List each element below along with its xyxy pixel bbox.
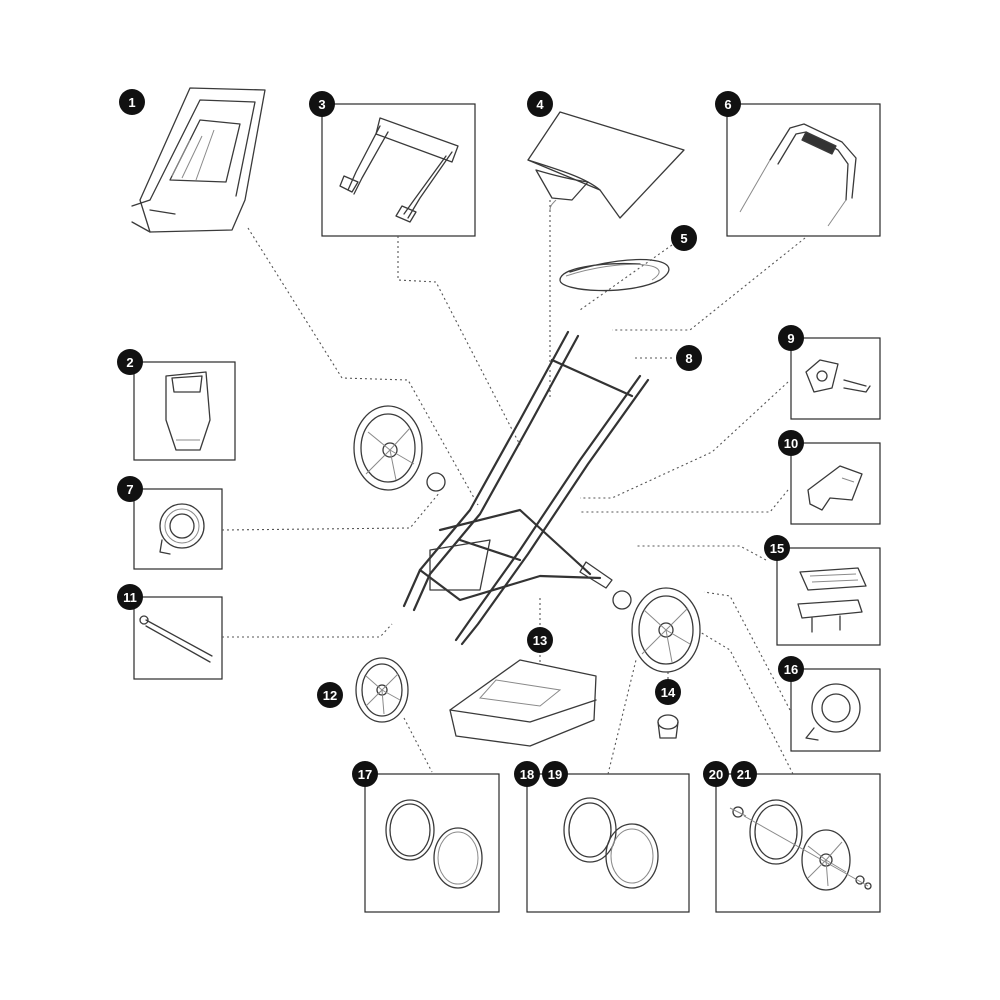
part-box-7 (133, 488, 223, 570)
badge-label: 6 (724, 97, 731, 112)
part-number-badge-15: 15 (764, 535, 790, 561)
part-number-badge-9: 9 (778, 325, 804, 351)
part-number-badge-13: 13 (527, 627, 553, 653)
part-number-badge-20: 20 (703, 761, 729, 787)
latch-part (807, 465, 863, 511)
stroller-frame (402, 330, 650, 646)
badge-label: 10 (784, 436, 798, 451)
part-number-badge-8: 8 (676, 345, 702, 371)
badge-circle (778, 656, 804, 682)
front-wheel (355, 657, 409, 723)
badge-circle (117, 476, 143, 502)
badge-circle (542, 761, 568, 787)
badge-label: 2 (126, 355, 133, 370)
part-number-badge-2: 2 (117, 349, 143, 375)
leader-lines (221, 200, 806, 775)
badge-circle (715, 91, 741, 117)
part-number-badge-12: 12 (317, 682, 343, 708)
rear-wheel-left (353, 405, 423, 491)
badge-circle (352, 761, 378, 787)
part-box-16 (790, 668, 881, 752)
badge-label: 1 (128, 95, 135, 110)
badge-circle (778, 325, 804, 351)
part-number-badge-14: 14 (655, 679, 681, 705)
seat-part (131, 87, 266, 233)
part-number-badge-4: 4 (527, 91, 553, 117)
part-number-badge-21: 21 (731, 761, 757, 787)
part-number-badge-16: 16 (778, 656, 804, 682)
badge-label: 5 (680, 231, 687, 246)
part-box-20-21 (715, 773, 881, 913)
badge-circle (778, 430, 804, 456)
bumper-bar-part (339, 117, 459, 223)
badge-circle (317, 682, 343, 708)
badge-label: 18 (520, 767, 534, 782)
axle-pin-part (139, 615, 213, 663)
badge-label: 4 (536, 97, 544, 112)
badge-circle (514, 761, 540, 787)
clamp-screw-part (805, 359, 871, 393)
badge-circle (117, 584, 143, 610)
badge-label: 7 (126, 482, 133, 497)
badge-circle (527, 91, 553, 117)
badge-label: 15 (770, 541, 784, 556)
badge-label: 3 (318, 97, 325, 112)
part-box-6 (726, 103, 881, 237)
badge-label: 11 (123, 590, 137, 605)
part-box-11 (133, 596, 223, 680)
cable-part (559, 258, 670, 292)
wheel-assembly-20-21 (729, 799, 872, 891)
badge-circle (117, 349, 143, 375)
badge-circle (731, 761, 757, 787)
badge-circle (655, 679, 681, 705)
part-number-badge-3: 3 (309, 91, 335, 117)
part-box-15 (776, 547, 881, 646)
badge-circle (527, 627, 553, 653)
badge-circle (764, 535, 790, 561)
badge-label: 20 (709, 767, 723, 782)
basket-part (449, 659, 597, 747)
rear-wheel-right (631, 587, 701, 673)
pedal-part (797, 567, 867, 633)
badge-label: 8 (685, 351, 692, 366)
part-box-10 (790, 442, 881, 525)
part-box-3 (321, 103, 476, 237)
handlebar-part (739, 123, 857, 227)
canopy-part (527, 111, 685, 219)
badge-label: 13 (533, 633, 547, 648)
badge-circle (676, 345, 702, 371)
part-number-badge-10: 10 (778, 430, 804, 456)
part-number-badge-17: 17 (352, 761, 378, 787)
badge-label: 16 (784, 662, 798, 677)
part-number-badge-6: 6 (715, 91, 741, 117)
badge-circle (309, 91, 335, 117)
badge-label: 19 (548, 767, 562, 782)
part-number-badge-1: 1 (119, 89, 145, 115)
badge-label: 9 (787, 331, 794, 346)
part-box-17 (364, 773, 500, 913)
badge-circle (119, 89, 145, 115)
badge-label: 21 (737, 767, 751, 782)
part-number-badge-19: 19 (542, 761, 568, 787)
badge-circle (703, 761, 729, 787)
brake-ring-part (805, 683, 861, 741)
cap-part (657, 714, 679, 739)
part-number-badge-11: 11 (117, 584, 143, 610)
badge-label: 12 (323, 688, 337, 703)
part-number-badge-5: 5 (671, 225, 697, 251)
part-number-badge-7: 7 (117, 476, 143, 502)
hub-small (426, 472, 632, 610)
badge-circle (671, 225, 697, 251)
part-box-2 (133, 361, 236, 461)
badge-label: 17 (358, 767, 372, 782)
badge-label: 14 (661, 685, 676, 700)
part-box-9 (790, 337, 881, 420)
hub-part (159, 503, 205, 555)
part-number-badge-18: 18 (514, 761, 540, 787)
tire-tube-17 (385, 799, 483, 889)
tire-tube-18-19 (563, 797, 659, 889)
foot-cover-part (165, 371, 211, 451)
